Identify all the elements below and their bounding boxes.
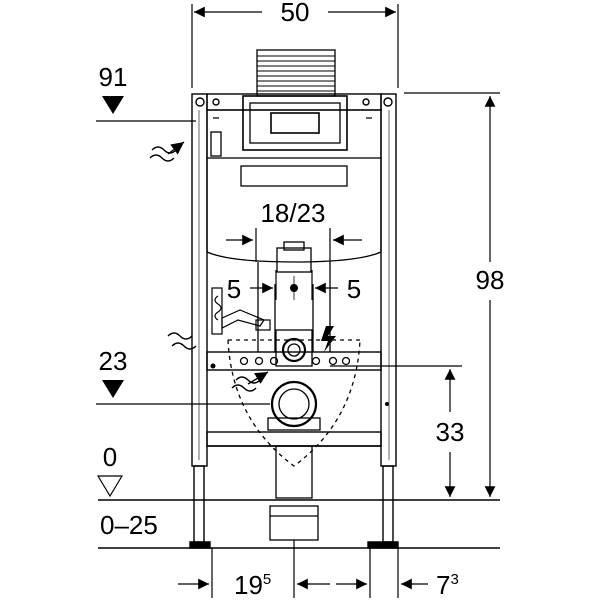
floor-lines	[98, 499, 500, 549]
actuator-plate	[242, 95, 348, 151]
offset-left-label: 5	[227, 274, 241, 304]
wavy-arrow-icon	[167, 332, 197, 350]
outlet-bend	[270, 380, 318, 428]
right-upright	[380, 93, 397, 467]
actuator-grille	[256, 49, 336, 97]
bottom-left-dimension: 195	[234, 570, 271, 600]
level-zero-label: 0	[103, 442, 117, 472]
dimension-width-top	[191, 4, 399, 88]
lightning-bolt-icon	[321, 326, 336, 352]
level-top-label: 91	[99, 62, 128, 92]
dimension-connection-label: 33	[436, 417, 465, 447]
drain-connection	[227, 329, 361, 541]
cistern	[206, 49, 382, 352]
left-upright	[191, 93, 208, 467]
offset-right-label: 5	[347, 274, 361, 304]
inlet-valve	[211, 287, 271, 335]
level-mid-label: 23	[99, 346, 128, 376]
dimension-height-label: 98	[476, 265, 505, 295]
dimension-width-label: 50	[281, 0, 310, 27]
dimension-bottom	[178, 540, 428, 598]
wavy-arrow-icon	[231, 371, 269, 392]
level-marker-top	[96, 96, 196, 122]
bottom-right-dimension: 73	[436, 570, 459, 600]
dimension-height-total	[404, 92, 500, 497]
installation-frame	[189, 93, 399, 549]
center-marker	[290, 276, 298, 300]
frame-markers	[210, 363, 389, 406]
floor-range-label: 0–25	[100, 510, 158, 540]
level-marker-mid	[96, 380, 270, 405]
dimension-connection-height	[330, 365, 462, 497]
dimension-connector-spacing	[226, 228, 362, 262]
connector-spacing-label: 18/23	[260, 198, 325, 228]
level-marker-zero	[96, 475, 124, 498]
dimension-offsets	[250, 270, 338, 300]
wavy-arrow-icon	[149, 141, 185, 162]
